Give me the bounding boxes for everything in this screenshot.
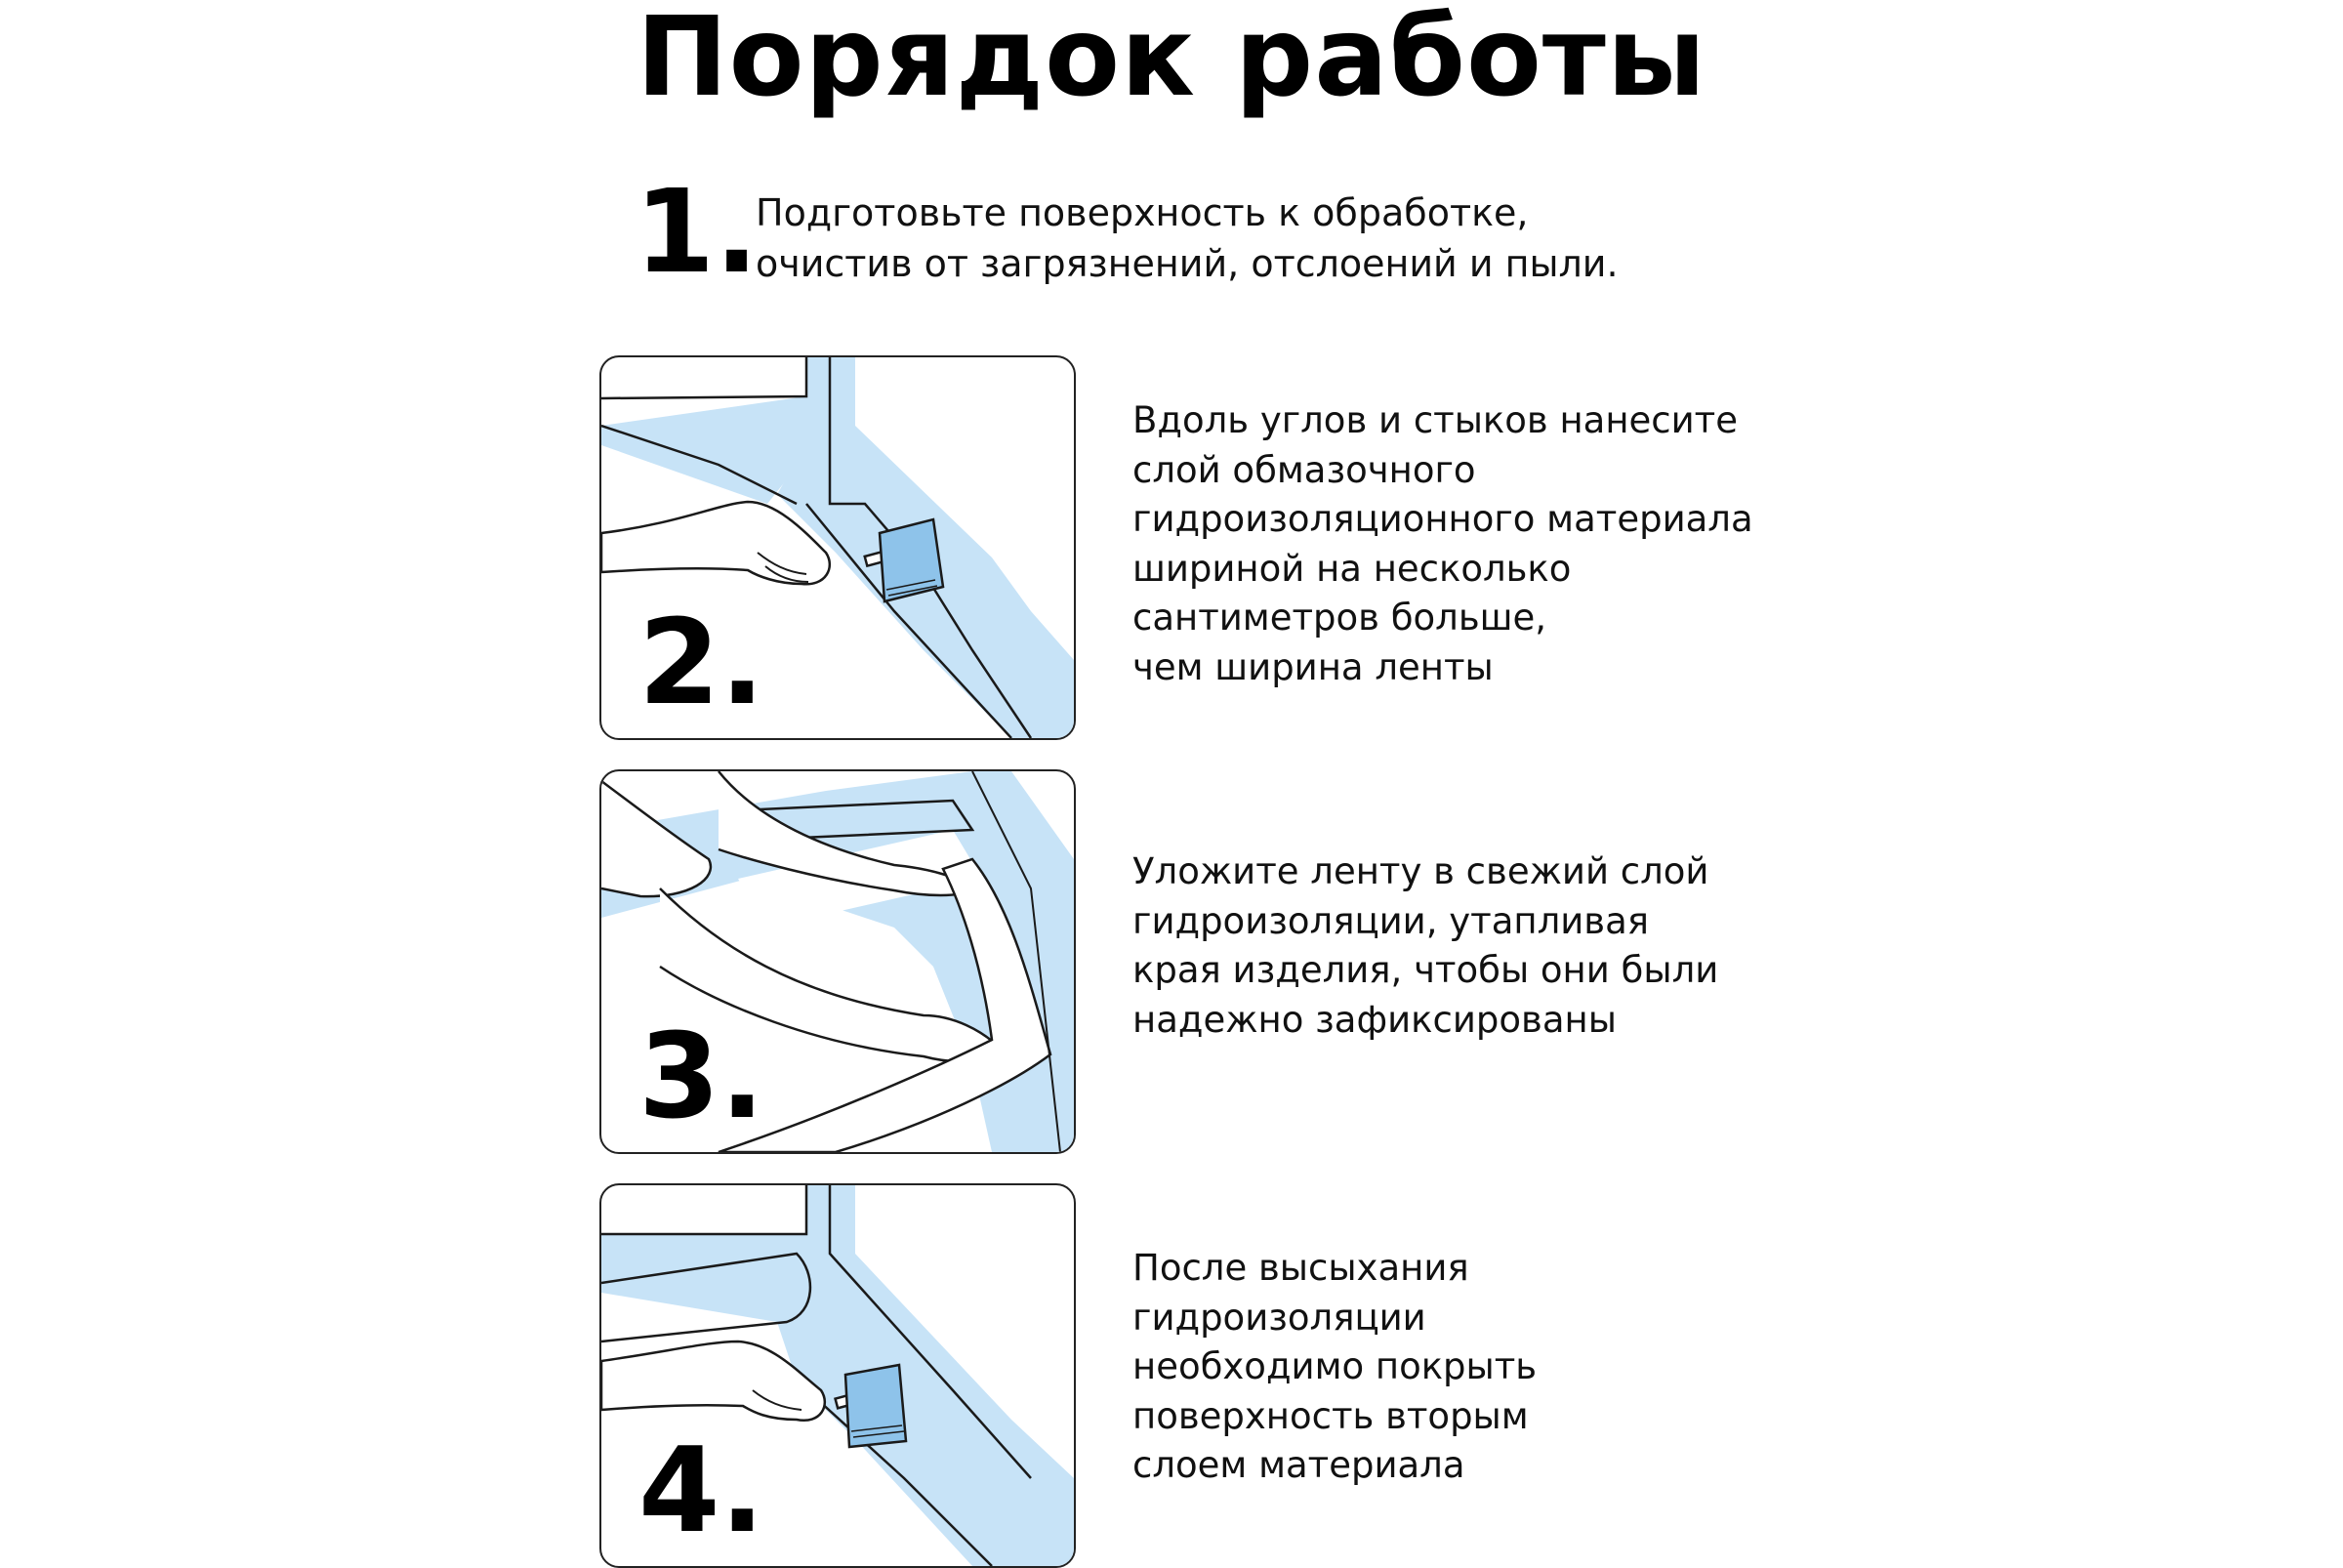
step-4-panel: 4. xyxy=(599,1183,1076,1568)
page-title: Порядок работы xyxy=(636,0,1707,121)
step-3-panel: 3. xyxy=(599,769,1076,1154)
step-2-text: Вдоль углов и стыков нанесите слой обмаз… xyxy=(1132,399,1753,688)
step-4-number: 4. xyxy=(638,1424,765,1559)
step-4-text: После высыхания гидроизоляции необходимо… xyxy=(1132,1247,1538,1486)
step-2-number: 2. xyxy=(638,596,765,731)
step-1-number: 1. xyxy=(635,164,759,299)
brush-second-coat-illustration xyxy=(601,1185,1074,1566)
step-3-text: Уложите ленту в свежий слой гидроизоляци… xyxy=(1132,850,1719,1041)
step-1-text: Подготовьте поверхность к обработке, очи… xyxy=(756,191,1619,285)
step-2-panel: 2. xyxy=(599,355,1076,740)
brush-applying-coating-illustration xyxy=(601,357,1074,738)
hands-laying-tape-illustration xyxy=(601,771,1074,1152)
step-3-number: 3. xyxy=(638,1010,765,1145)
